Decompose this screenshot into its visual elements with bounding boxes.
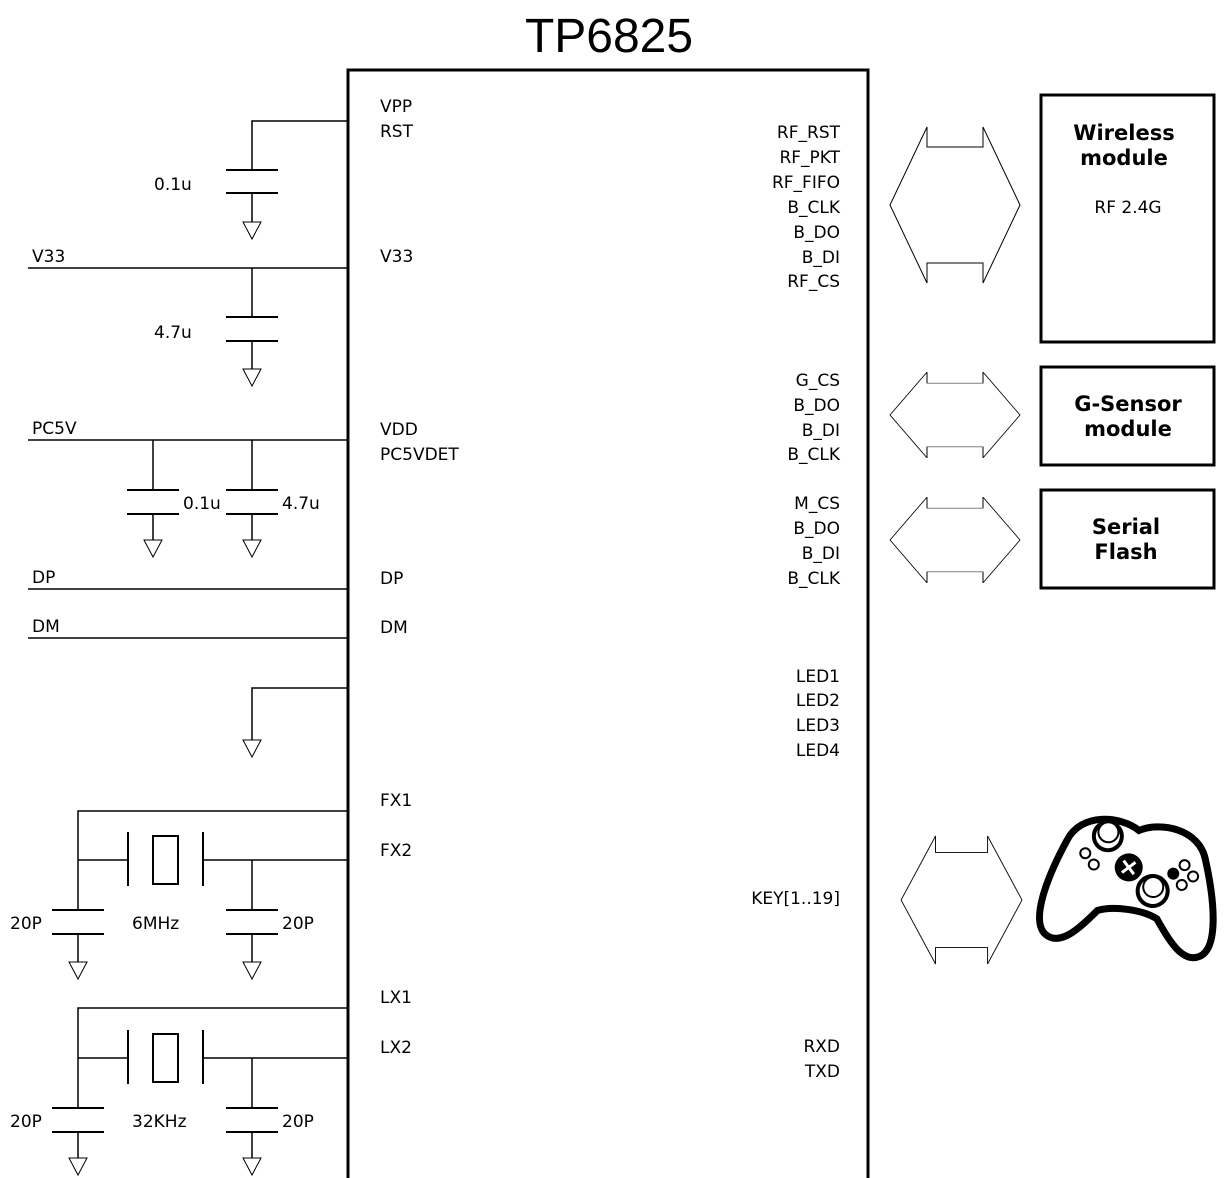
chip-body <box>346 68 870 1178</box>
xtal1-cap-left-value: 20P <box>10 914 42 934</box>
gamepad-icon <box>1036 815 1217 962</box>
cap-v33-value: 4.7u <box>154 323 192 343</box>
pin-led2: LED2 <box>796 691 840 711</box>
crystal-32khz: 20P 32KHz 20P <box>10 1007 348 1176</box>
flash-bus-arrow <box>889 496 1021 584</box>
gsensor-title-line1: G-Sensor <box>1074 392 1182 416</box>
pin-fx1: FX1 <box>380 791 412 811</box>
gsensor-module: G-Sensor module <box>1039 365 1216 467</box>
pin-rf-fifo: RF_FIFO <box>772 173 840 193</box>
pin-vpp: VPP <box>380 97 412 117</box>
wireless-title-line1: Wireless <box>1073 121 1174 145</box>
net-pc5v-label: PC5V <box>32 419 77 439</box>
net-dp-label: DP <box>32 568 55 588</box>
ground-icon <box>242 739 262 758</box>
chip-ground <box>242 687 348 758</box>
pin-led4: LED4 <box>796 741 840 761</box>
pin-v33: V33 <box>380 247 413 267</box>
crystal-6mhz: 20P 6MHz 20P <box>10 810 348 980</box>
pin-rst: RST <box>380 122 414 142</box>
pin-led3: LED3 <box>796 716 840 736</box>
pin-lx2: LX2 <box>380 1038 412 1058</box>
net-dm-label: DM <box>32 617 60 637</box>
pin-rxd: RXD <box>803 1037 840 1057</box>
pin-b-di: B_DI <box>802 544 840 564</box>
pin-b-clk: B_CLK <box>787 445 841 465</box>
wireless-module: Wireless module RF 2.4G <box>1039 93 1216 344</box>
usb-nets: DP DM <box>28 568 348 639</box>
ground-icon <box>68 1157 88 1176</box>
pin-b-do: B_DO <box>793 223 840 243</box>
ground-icon <box>242 961 262 980</box>
wireless-title-line2: module <box>1080 146 1168 170</box>
pc5v-net: PC5V 0.1u 4.7u <box>28 419 348 558</box>
wireless-bus-arrow <box>889 126 1021 284</box>
gsensor-bus-arrow <box>889 371 1021 459</box>
xtal2-freq: 32KHz <box>132 1112 187 1132</box>
pin-b-clk: B_CLK <box>787 569 841 589</box>
flash-title-line1: Serial <box>1092 515 1160 539</box>
pin-key: KEY[1..19] <box>751 889 840 909</box>
pin-txd: TXD <box>804 1062 840 1082</box>
ground-icon <box>143 539 163 558</box>
ground-icon <box>242 1157 262 1176</box>
pin-b-di: B_DI <box>802 248 840 268</box>
xtal2-cap-right-value: 20P <box>282 1112 314 1132</box>
pin-b-clk: B_CLK <box>787 198 841 218</box>
pin-rf-pkt: RF_PKT <box>779 148 840 168</box>
pin-lx1: LX1 <box>380 988 412 1008</box>
serial-flash-module: Serial Flash <box>1039 488 1216 590</box>
left-pin-labels: VPP RST V33 VDD PC5VDET DP DM FX1 FX2 LX… <box>380 97 459 1058</box>
pin-led1: LED1 <box>796 667 840 687</box>
ground-icon <box>242 368 262 387</box>
pin-m-cs: M_CS <box>794 494 840 514</box>
v33-net: V33 4.7u <box>28 247 348 387</box>
cap-vdd-b-value: 4.7u <box>282 494 320 514</box>
cap-rst-value: 0.1u <box>154 175 192 195</box>
pin-rf-cs: RF_CS <box>787 272 840 292</box>
pin-b-do: B_DO <box>793 396 840 416</box>
flash-title-line2: Flash <box>1094 540 1157 564</box>
cap-vdd-a-value: 0.1u <box>183 494 221 514</box>
pin-dp: DP <box>380 569 403 589</box>
xtal1-freq: 6MHz <box>132 914 179 934</box>
xtal2-cap-left-value: 20P <box>10 1112 42 1132</box>
pin-b-di: B_DI <box>802 421 840 441</box>
pin-pc5vdet: PC5VDET <box>380 445 459 465</box>
right-pin-labels: RF_RST RF_PKT RF_FIFO B_CLK B_DO B_DI RF… <box>751 123 841 1082</box>
ground-icon <box>242 539 262 558</box>
wireless-subtitle: RF 2.4G <box>1094 198 1161 218</box>
chip-title: TP6825 <box>525 10 693 63</box>
gamepad-bus-arrow <box>900 835 1023 965</box>
xtal1-cap-right-value: 20P <box>282 914 314 934</box>
pin-fx2: FX2 <box>380 841 412 861</box>
ground-icon <box>68 961 88 980</box>
pin-g-cs: G_CS <box>796 371 840 391</box>
pin-vdd: VDD <box>380 420 418 440</box>
net-v33-label: V33 <box>32 247 65 267</box>
pin-dm: DM <box>380 618 408 638</box>
gsensor-title-line2: module <box>1084 417 1172 441</box>
pin-b-do: B_DO <box>793 519 840 539</box>
ground-icon <box>242 221 262 240</box>
pin-rf-rst: RF_RST <box>777 123 841 143</box>
rst-capacitor: 0.1u <box>154 120 348 240</box>
